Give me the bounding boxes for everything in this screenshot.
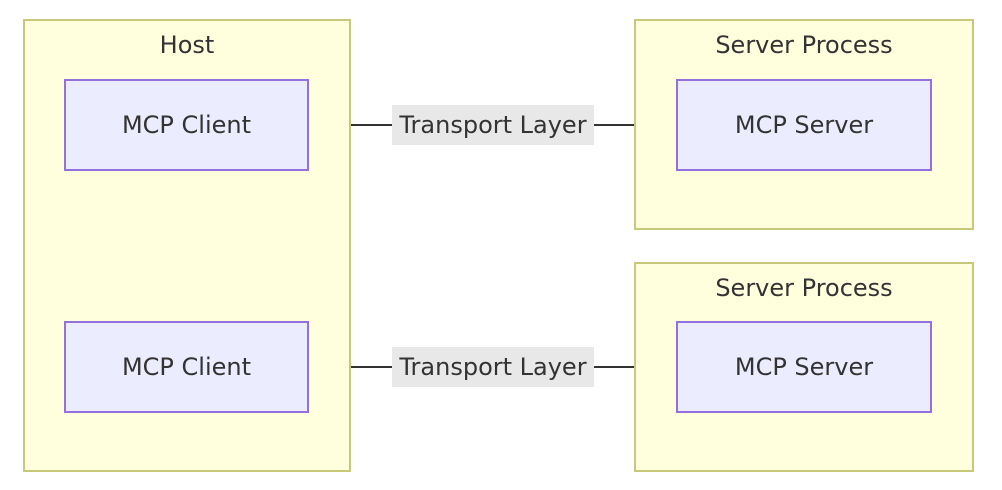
server-process-title-top: Server Process xyxy=(715,31,893,59)
mcp-client-node-top[interactable]: MCP Client xyxy=(64,79,309,171)
host-title: Host xyxy=(159,31,215,59)
server-process-title-bottom: Server Process xyxy=(715,274,893,302)
mcp-client-label-bottom: MCP Client xyxy=(121,353,252,381)
mcp-server-node-top[interactable]: MCP Server xyxy=(676,79,932,171)
mcp-server-node-bottom[interactable]: MCP Server xyxy=(676,321,932,413)
edge-label-top: Transport Layer xyxy=(392,105,594,145)
mcp-server-label-top: MCP Server xyxy=(734,111,874,139)
mcp-client-label-top: MCP Client xyxy=(121,111,252,139)
mcp-client-node-bottom[interactable]: MCP Client xyxy=(64,321,309,413)
mcp-server-label-bottom: MCP Server xyxy=(734,353,874,381)
edge-label-bottom: Transport Layer xyxy=(392,347,594,387)
